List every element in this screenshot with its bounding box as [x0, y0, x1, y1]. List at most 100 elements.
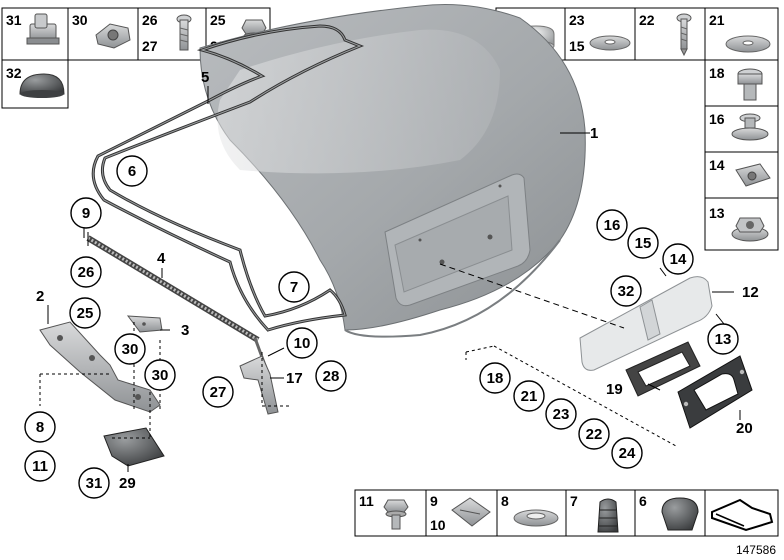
handle-trim — [579, 276, 713, 371]
cell-label-23: 23 — [569, 12, 585, 28]
rubber-buffer-icon — [597, 498, 619, 533]
callout-13: 13 — [715, 331, 732, 348]
cell-label-15: 15 — [569, 38, 585, 54]
circled-callout-6: 6 — [116, 155, 148, 187]
cell-label-14: 14 — [709, 157, 725, 173]
callout-22: 22 — [586, 426, 603, 443]
grommet-washer-icon — [513, 509, 559, 527]
callout-28: 28 — [323, 368, 340, 385]
bottom-parts-table: 11 9 10 8 7 6 — [354, 489, 779, 537]
callout-11: 11 — [32, 458, 48, 475]
right-parts-column: 18 16 14 13 — [704, 59, 779, 251]
circled-callout-13: 13 — [707, 323, 739, 355]
circled-callout-30b: 30 — [144, 359, 176, 391]
callout-3: 3 — [181, 322, 189, 339]
hinge-bracket — [126, 315, 163, 333]
circled-callout-27: 27 — [202, 376, 234, 408]
hinge-cover — [103, 427, 165, 467]
circled-callout-8: 8 — [24, 411, 56, 443]
circled-callout-15: 15 — [627, 227, 659, 259]
spring-clip-icon — [451, 497, 491, 527]
circled-callout-30a: 30 — [114, 333, 146, 365]
callout-6: 6 — [128, 163, 136, 180]
callouts: 1 5 4 2 3 17 29 12 19 20 6 7 9 26 25 — [24, 69, 759, 499]
callout-10: 10 — [294, 335, 311, 352]
callout-25: 25 — [77, 305, 94, 322]
cell-label-25: 25 — [210, 12, 226, 28]
callout-30: 30 — [122, 341, 139, 358]
drawing-number: 147586 — [736, 543, 776, 557]
trunk-seal — [91, 24, 365, 332]
callout-31: 31 — [86, 475, 103, 492]
callout-15: 15 — [635, 235, 652, 252]
callout-32: 32 — [618, 283, 635, 300]
circled-callout-7: 7 — [278, 271, 310, 303]
handle-gasket — [625, 341, 701, 397]
cell-label-10: 10 — [430, 517, 446, 533]
circled-callout-25: 25 — [69, 297, 101, 329]
callout-7: 7 — [290, 279, 298, 296]
seal-profile-icon — [711, 498, 774, 532]
circled-callout-32: 32 — [610, 275, 642, 307]
washer-icon — [725, 35, 771, 53]
cell-label-32: 32 — [6, 65, 22, 81]
trunk-lid — [199, 4, 586, 338]
bolt-icon — [176, 14, 192, 51]
callout-27: 27 — [210, 384, 227, 401]
callout-12: 12 — [742, 284, 759, 301]
circled-callout-28: 28 — [315, 360, 347, 392]
circled-callout-22: 22 — [578, 418, 610, 450]
cell-label-8: 8 — [501, 493, 509, 509]
circled-callout-24: 24 — [611, 437, 643, 469]
callout-2: 2 — [36, 288, 44, 305]
circled-callout-23: 23 — [545, 398, 577, 430]
clip-nut-icon — [26, 13, 60, 45]
circled-callout-21: 21 — [513, 380, 545, 412]
circled-callout-10: 10 — [286, 327, 318, 359]
mounting-plate — [677, 355, 753, 429]
collar-bolt-icon — [383, 499, 409, 530]
strut-bracket — [239, 355, 279, 415]
cell-label-11: 11 — [359, 493, 374, 509]
callout-30: 30 — [152, 367, 169, 384]
callout-4: 4 — [157, 250, 166, 267]
callout-23: 23 — [553, 406, 570, 423]
circled-callout-31: 31 — [78, 467, 110, 499]
callout-16: 16 — [604, 217, 621, 234]
spacer-icon — [731, 113, 769, 141]
callout-5: 5 — [201, 69, 209, 86]
callout-1: 1 — [590, 125, 598, 142]
callout-9: 9 — [82, 205, 90, 222]
stopper-icon — [661, 497, 699, 531]
plug-cap-icon — [19, 73, 65, 98]
callout-20: 20 — [736, 420, 753, 437]
cell-label-18: 18 — [709, 65, 725, 81]
flange-nut-icon — [731, 217, 769, 242]
hinge — [39, 321, 161, 413]
circled-callout-16: 16 — [596, 209, 628, 241]
washer-icon — [589, 35, 631, 51]
screw-icon — [676, 13, 692, 57]
callout-24: 24 — [619, 445, 636, 462]
cell-label-9: 9 — [430, 493, 438, 509]
callout-14: 14 — [670, 251, 687, 268]
clip-nut-icon — [735, 163, 771, 187]
collar-nut-icon — [737, 68, 763, 101]
cell-label-16: 16 — [709, 111, 725, 127]
cell-label-31: 31 — [6, 12, 22, 28]
spring-nut-icon — [95, 23, 131, 49]
callout-21: 21 — [521, 388, 538, 405]
circled-callout-14: 14 — [662, 243, 694, 275]
cell-label-30: 30 — [72, 12, 88, 28]
callout-17: 17 — [286, 370, 303, 387]
circled-callout-11: 11 — [24, 450, 56, 482]
callout-19: 19 — [606, 381, 623, 398]
callout-8: 8 — [36, 419, 44, 436]
cell-label-22: 22 — [639, 12, 655, 28]
circled-callout-18: 18 — [479, 362, 511, 394]
cell-label-27: 27 — [142, 38, 158, 54]
callout-18: 18 — [487, 370, 504, 387]
top-left-parts-table: 31 30 26 27 25 28 32 — [1, 7, 271, 109]
circled-callout-9: 9 — [70, 197, 102, 229]
